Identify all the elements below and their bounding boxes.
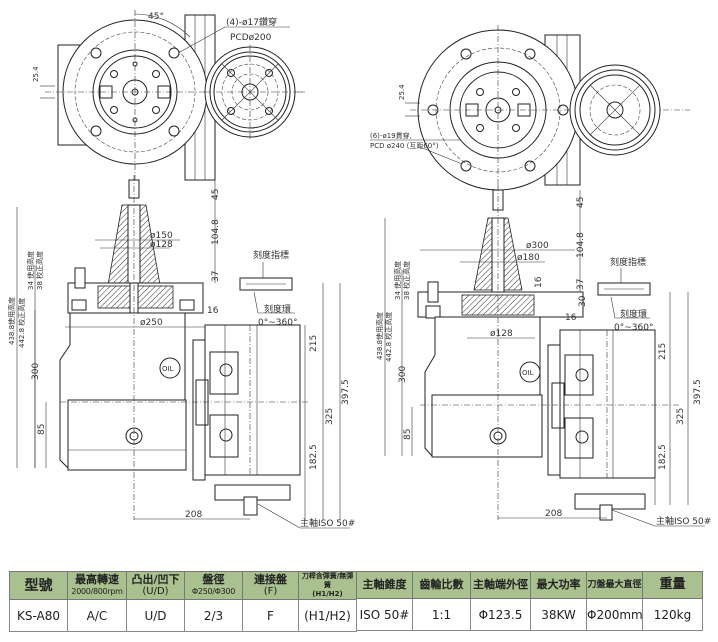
right-dim-45: 45 <box>576 197 586 208</box>
dim-438-8: 438.8使用高度 <box>7 297 16 345</box>
technical-drawing: 45° (4)-ø17鑽穿 PCDø200 25.4 OIL <box>7 10 711 529</box>
dim-182-5: 182.5 <box>309 444 319 470</box>
right-pcd-note: PCD ø240 (互距60°) <box>370 142 439 150</box>
right-spindle-label: 主軸ISO 50# <box>656 515 711 527</box>
right-offset-label: 25.4 <box>398 84 406 100</box>
right-dim-38: 38 校正高度 <box>402 261 411 300</box>
right-dim-442-8: 442.8 校正高度 <box>384 312 393 362</box>
right-side-view: OIL 45 104.8 37 30 438.8使用高度 442.8 校正高度 … <box>375 185 711 527</box>
spec-table-right: 主軸錐度 齒輪比數 主軸端外徑 最大功率 刀盤最大直徑 重量 ISO 50# 1… <box>356 571 703 631</box>
dim-16: 16 <box>207 306 219 316</box>
right-holes-note: (6)-ø19貫穿, <box>370 131 412 140</box>
oil-label: OIL <box>162 365 174 373</box>
right-dim-16b: 16 <box>565 313 577 323</box>
right-range-label: 0°~360° <box>614 323 653 333</box>
cell-tool-spring: (H1/H2) <box>298 599 357 632</box>
right-top-view: (6)-ø19貫穿, PCD ø240 (互距60°) 25.4 <box>370 25 690 200</box>
offset-label: 25.4 <box>32 66 40 82</box>
pcd-note: PCDø200 <box>230 33 272 43</box>
dim-397-5: 397.5 <box>341 379 351 405</box>
angle-label: 45° <box>148 12 164 22</box>
header-gear-ratio: 齒輪比數 <box>412 571 471 599</box>
right-oil-label: OIL <box>522 369 534 377</box>
right-dim-d180: ø180 <box>517 253 540 263</box>
dim-38: 38 校正高度 <box>35 251 44 290</box>
cell-max-speed: A/C <box>67 599 127 632</box>
dim-215: 215 <box>309 335 319 352</box>
right-dim-d128: ø128 <box>490 329 513 339</box>
right-dim-d300: ø300 <box>526 241 549 251</box>
right-dim-215: 215 <box>658 343 668 360</box>
header-max-speed-sub: 2000/800rpm <box>71 586 123 596</box>
cell-model: KS-A80 <box>9 599 68 632</box>
cell-connector: F <box>242 599 299 632</box>
dim-325: 325 <box>325 408 335 425</box>
right-dim-85: 85 <box>403 429 413 440</box>
cell-weight: 120kg <box>642 598 703 631</box>
right-dim-104-8: 104.8 <box>576 232 586 258</box>
right-dim-300: 300 <box>398 366 408 383</box>
dim-45: 45 <box>211 189 221 200</box>
cell-up-down: U/D <box>126 599 185 632</box>
header-tool-spring: 刀桿含彈簧/無彈簧(H1/H2) <box>298 571 357 600</box>
dim-d150: ø150 <box>150 231 173 241</box>
left-side-view: OIL 45 104.8 37 438.8使用高度 442.8 校正高度 34 … <box>7 175 355 529</box>
scale-ring-label: 刻度環 <box>264 303 291 315</box>
spec-header-row-right: 主軸錐度 齒輪比數 主軸端外徑 最大功率 刀盤最大直徑 重量 <box>356 571 703 599</box>
dim-34: 34 使用高度 <box>26 251 35 290</box>
right-scale-ring-label: 刻度環 <box>620 308 647 320</box>
cell-max-power: 38KW <box>530 598 587 631</box>
dim-104-8: 104.8 <box>211 219 221 245</box>
header-weight: 重量 <box>642 571 703 599</box>
cell-spindle-od: Φ123.5 <box>470 598 531 631</box>
right-dim-438-8: 438.8使用高度 <box>375 312 384 360</box>
scale-pointer-label: 刻度指標 <box>253 249 289 261</box>
right-dim-37: 37 <box>576 279 586 290</box>
right-dim-16a: 16 <box>534 276 544 288</box>
dim-300: 300 <box>31 363 41 380</box>
header-spindle-od: 主軸端外徑 <box>470 571 531 599</box>
dim-85: 85 <box>37 424 47 435</box>
cell-max-cutter: Φ200mm <box>586 598 643 631</box>
header-spindle-taper: 主軸錐度 <box>356 571 413 599</box>
spec-data-row: KS-A80 A/C U/D 2/3 F (H1/H2) <box>9 599 357 632</box>
header-up-down: 凸出/凹下(U/D) <box>126 571 185 600</box>
spindle-label: 主軸ISO 50# <box>300 517 355 529</box>
dim-d128: ø128 <box>150 240 173 250</box>
header-max-cutter: 刀盤最大直徑 <box>586 571 643 599</box>
dim-37: 37 <box>211 271 221 282</box>
dim-208: 208 <box>185 510 202 520</box>
cell-disc-diameter: 2/3 <box>184 599 243 632</box>
range-label: 0°~360° <box>258 318 297 328</box>
right-dim-182-5: 182.5 <box>658 444 668 470</box>
right-dim-397-5: 397.5 <box>693 379 703 405</box>
right-scale-pointer-label: 刻度指標 <box>610 256 646 268</box>
cell-spindle-taper: ISO 50# <box>356 598 413 631</box>
spec-data-row-right: ISO 50# 1:1 Φ123.5 38KW Φ200mm 120kg <box>356 598 703 631</box>
left-top-view: 45° (4)-ø17鑽穿 PCDø200 25.4 <box>32 10 305 181</box>
holes-note: (4)-ø17鑽穿 <box>226 16 277 28</box>
dim-442-8: 442.8 校正高度 <box>17 298 26 348</box>
dim-d250: ø250 <box>140 318 163 328</box>
right-dim-34: 34 使用高度 <box>393 261 402 300</box>
header-max-power: 最大功率 <box>530 571 587 599</box>
cell-gear-ratio: 1:1 <box>412 598 471 631</box>
right-dim-325: 325 <box>676 408 686 425</box>
header-connector: 連接盤(F) <box>242 571 299 600</box>
header-model: 型號 <box>9 571 68 600</box>
right-dim-208: 208 <box>545 509 562 519</box>
right-dim-30: 30 <box>578 295 588 307</box>
